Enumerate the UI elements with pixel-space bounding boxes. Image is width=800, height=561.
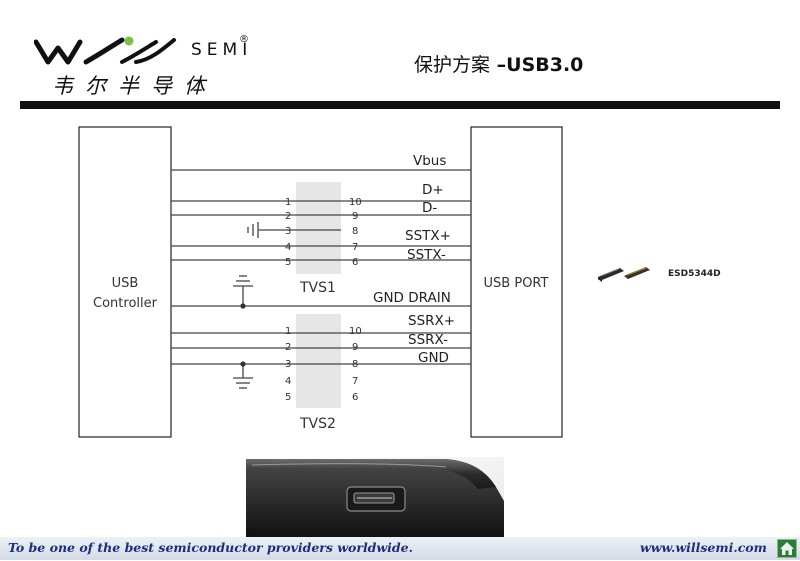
logo-w-mark [34,36,176,65]
sstx-minus-label: SSTX- [407,247,446,263]
company-logo: SEMI ® 韦尔半导体 [34,32,264,102]
tvs1-label: TVS1 [299,280,336,296]
home-icon [780,542,794,555]
tvs2-pin-left: 5 [285,392,291,403]
logo-chinese-name: 韦尔半导体 [52,74,217,98]
footer-bar: To be one of the best semiconductor prov… [0,537,800,560]
controller-label-line2: Controller [93,296,158,311]
home-button[interactable] [777,539,797,558]
footer-slogan: To be one of the best semiconductor prov… [8,540,413,555]
gnd-label: GND [418,350,449,366]
esd-chip-image [598,267,650,282]
tvs1-pin-right: 8 [352,226,358,237]
tvs1-pin-left: 4 [285,242,291,253]
gnd-drain-label: GND DRAIN [373,290,451,306]
tvs1-pin-right: 10 [349,197,362,208]
gnd-junction [240,361,246,367]
page-title-chinese: 保护方案 [414,54,491,76]
tvs2-pin-right: 7 [352,376,358,387]
tvs2-label: TVS2 [299,416,336,432]
tvs1-pin-left: 1 [285,197,291,208]
tvs1-body [296,182,341,274]
tvs1-pin-left: 5 [285,257,291,268]
tvs2-pin-right: 10 [349,326,362,337]
part-number-label: ESD5344D [668,269,721,279]
tvs2-pin-left: 2 [285,342,291,353]
registered-mark: ® [239,34,249,45]
tvs2-pin-left: 3 [285,359,291,370]
ssrx-minus-label: SSRX- [408,332,448,348]
tvs2-pin-left: 4 [285,376,291,387]
usb-port-box [470,126,563,438]
tvs2-body [296,314,341,408]
page-title-english: –USB3.0 [496,54,584,76]
sstx-plus-label: SSTX+ [405,228,451,244]
dplus-label: D+ [422,182,444,198]
tvs2-pin-right: 8 [352,359,358,370]
gnd-drain-junction [240,303,246,309]
usb3-device-photo [246,457,504,537]
dminus-label: D- [422,200,437,216]
controller-label-line1: USB [112,276,139,291]
port-label: USB PORT [484,276,549,291]
tvs1-pin-right: 7 [352,242,358,253]
tvs1-pin-left: 3 [285,226,291,237]
tvs2-pin-left: 1 [285,326,291,337]
tvs1-pin-right: 6 [352,257,358,268]
tvs1-pin-right: 9 [352,211,358,222]
logo-green-dot [124,36,134,46]
page-title: 保护方案 –USB3.0 [414,50,583,77]
logo-wordmark: SEMI [191,40,253,60]
tvs2-pin-right: 9 [352,342,358,353]
tvs2-pin-right: 6 [352,392,358,403]
footer-website-link[interactable]: www.willsemi.com [640,540,767,555]
tvs1-pin-left: 2 [285,211,291,222]
ssrx-plus-label: SSRX+ [408,313,455,329]
usb-controller-box [78,126,172,438]
vbus-label: Vbus [413,153,446,169]
header-divider [20,101,780,109]
